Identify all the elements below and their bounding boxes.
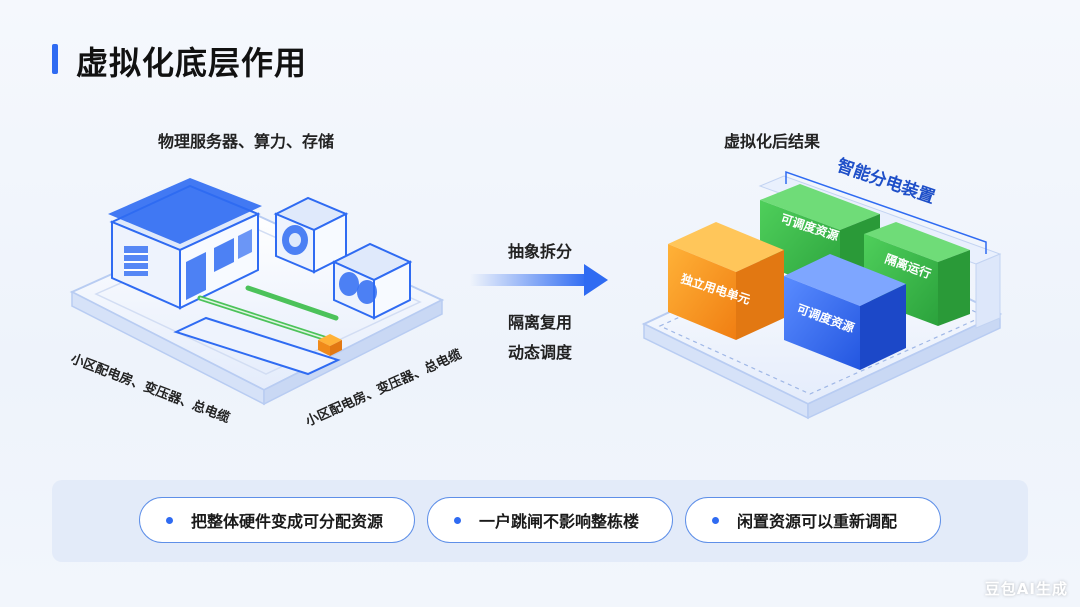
bullet-dot-icon — [166, 516, 173, 524]
virtualized-result-illustration — [641, 170, 1003, 420]
transform-arrow-icon — [470, 264, 608, 296]
arrow-label-isolate: 隔离复用 — [507, 313, 572, 332]
summary-pill-text: 一户跳闸不影响整栋楼 — [479, 512, 640, 531]
physical-infrastructure-illustration — [69, 178, 445, 406]
arrow-label-abstract: 抽象拆分 — [507, 242, 572, 261]
cooling-fan-unit-icon — [331, 242, 413, 320]
ai-watermark: 豆包AI生成 — [984, 580, 1068, 598]
title-accent-bar — [52, 44, 58, 74]
resource-block-blue — [784, 254, 906, 370]
arrow-label-schedule: 动态调度 — [507, 343, 572, 362]
bullet-dot-icon — [712, 516, 719, 524]
substation-building-icon — [108, 178, 262, 310]
summary-pill-text: 闲置资源可以重新调配 — [737, 512, 898, 531]
summary-pill-3: 闲置资源可以重新调配 — [685, 497, 941, 543]
page-title: 虚拟化底层作用 — [76, 44, 308, 82]
summary-pill-text: 把整体硬件变成可分配资源 — [191, 512, 384, 531]
right-caption: 虚拟化后结果 — [724, 132, 821, 151]
resource-block-orange — [668, 222, 784, 340]
summary-pill-2: 一户跳闸不影响整栋楼 — [427, 497, 673, 543]
main-cable-icon — [173, 285, 342, 376]
left-caption: 物理服务器、算力、存储 — [158, 132, 335, 151]
bullet-dot-icon — [454, 516, 461, 524]
summary-pill-1: 把整体硬件变成可分配资源 — [139, 497, 415, 543]
